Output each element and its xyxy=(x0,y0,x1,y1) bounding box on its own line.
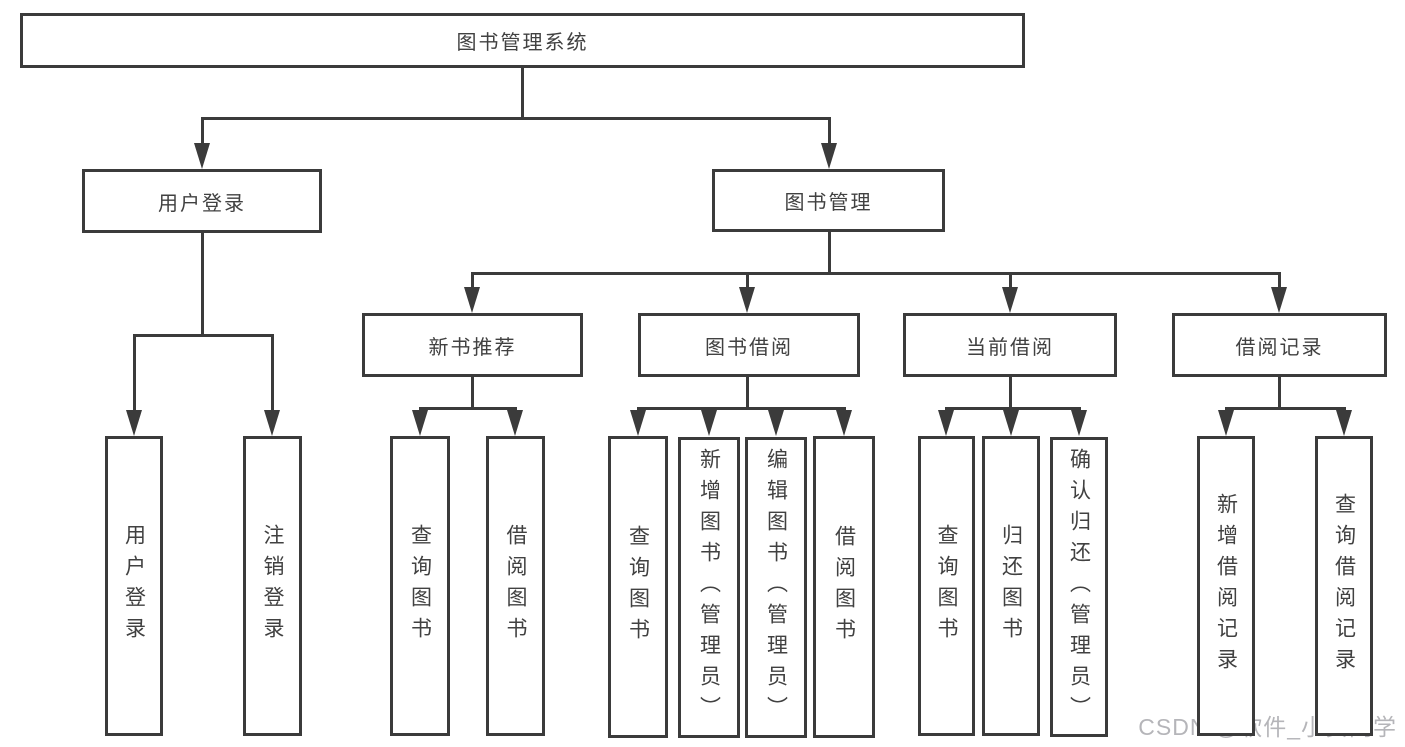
edge-line xyxy=(1225,407,1228,410)
add-books-admin-label: 新增图书（管理员） xyxy=(697,448,721,727)
edge-line xyxy=(1009,375,1012,409)
new-book-recommend: 新书推荐 xyxy=(362,313,583,377)
arrowhead-icon xyxy=(464,287,480,313)
query-borrow-record-label: 查询借阅记录 xyxy=(1332,493,1356,679)
edge-line xyxy=(1009,272,1012,287)
edge-line xyxy=(945,407,948,410)
add-borrow-record: 新增借阅记录 xyxy=(1197,436,1255,736)
return-books-label: 归还图书 xyxy=(999,524,1023,648)
edge-line xyxy=(419,407,422,410)
user-login-leaf: 用户登录 xyxy=(105,436,163,736)
edge-line xyxy=(419,407,517,410)
borrow-books-recommend: 借阅图书 xyxy=(486,436,545,736)
arrowhead-icon xyxy=(412,410,428,436)
borrow-books-leaf-label: 借阅图书 xyxy=(832,525,856,649)
edge-line xyxy=(828,117,831,143)
edge-line xyxy=(1225,407,1346,410)
edge-line xyxy=(471,272,474,287)
query-borrow-record: 查询借阅记录 xyxy=(1315,436,1373,736)
new-book-recommend-label: 新书推荐 xyxy=(428,336,517,359)
edge-line xyxy=(1278,375,1281,409)
edge-line xyxy=(514,407,517,410)
user-login-branch-label: 用户登录 xyxy=(158,192,246,215)
edge-line xyxy=(471,375,474,409)
edge-line xyxy=(775,407,778,410)
book-management-branch-label: 图书管理 xyxy=(784,192,873,214)
edge-line xyxy=(1010,407,1013,410)
edge-line xyxy=(1078,407,1081,410)
query-books-borrowing: 查询图书 xyxy=(608,436,668,738)
query-books-borrowing-label: 查询图书 xyxy=(626,525,650,649)
edge-line xyxy=(708,407,711,410)
arrowhead-icon xyxy=(507,410,523,436)
arrowhead-icon xyxy=(1071,410,1087,436)
arrowhead-icon xyxy=(264,410,280,436)
edge-line xyxy=(201,117,204,143)
arrowhead-icon xyxy=(1218,410,1234,436)
confirm-return-admin: 确认归还（管理员） xyxy=(1050,437,1108,737)
logout-leaf: 注销登录 xyxy=(243,436,302,736)
borrowing-records-label: 借阅记录 xyxy=(1235,336,1324,359)
query-books-current-label: 查询图书 xyxy=(935,524,958,648)
arrowhead-icon xyxy=(836,410,852,436)
arrowhead-icon xyxy=(739,287,755,313)
edge-line xyxy=(828,230,831,274)
query-books-recommend-label: 查询图书 xyxy=(408,524,432,648)
confirm-return-admin-label: 确认归还（管理员） xyxy=(1067,447,1091,727)
borrow-books-leaf: 借阅图书 xyxy=(813,436,875,738)
root-system: 图书管理系统 xyxy=(20,13,1025,68)
book-borrowing-label: 图书借阅 xyxy=(705,336,793,359)
edge-line xyxy=(201,231,204,336)
edge-line xyxy=(133,334,274,337)
query-books-recommend: 查询图书 xyxy=(390,436,450,736)
arrowhead-icon xyxy=(126,410,142,436)
edit-books-admin-label: 编辑图书（管理员） xyxy=(764,448,788,727)
edge-line xyxy=(945,407,1081,410)
logout-leaf-label: 注销登录 xyxy=(261,524,284,648)
edge-line xyxy=(201,117,831,120)
arrowhead-icon xyxy=(1002,287,1018,313)
arrowhead-icon xyxy=(1336,410,1352,436)
edge-line xyxy=(1343,407,1346,410)
edge-line xyxy=(1278,272,1281,287)
arrowhead-icon xyxy=(1003,410,1019,436)
arrowhead-icon xyxy=(768,410,784,436)
edge-line xyxy=(746,272,749,287)
arrowhead-icon xyxy=(194,143,210,169)
root-system-label: 图书管理系统 xyxy=(456,32,589,54)
current-borrowing: 当前借阅 xyxy=(903,313,1117,377)
user-login-leaf-label: 用户登录 xyxy=(122,524,146,648)
book-management-branch: 图书管理 xyxy=(712,169,945,232)
add-books-admin: 新增图书（管理员） xyxy=(678,437,740,738)
arrowhead-icon xyxy=(938,410,954,436)
add-borrow-record-label: 新增借阅记录 xyxy=(1214,493,1238,679)
edge-line xyxy=(133,334,136,410)
edge-line xyxy=(843,407,846,410)
borrowing-records: 借阅记录 xyxy=(1172,313,1387,377)
return-books: 归还图书 xyxy=(982,436,1040,736)
arrowhead-icon xyxy=(630,410,646,436)
edge-line xyxy=(637,407,640,410)
edit-books-admin: 编辑图书（管理员） xyxy=(745,437,807,738)
current-borrowing-label: 当前借阅 xyxy=(966,336,1054,359)
edge-line xyxy=(746,375,749,409)
borrow-books-recommend-label: 借阅图书 xyxy=(504,524,527,648)
book-borrowing: 图书借阅 xyxy=(638,313,860,377)
arrowhead-icon xyxy=(821,143,837,169)
edge-line xyxy=(637,407,846,410)
user-login-branch: 用户登录 xyxy=(82,169,322,233)
arrowhead-icon xyxy=(1271,287,1287,313)
query-books-current: 查询图书 xyxy=(918,436,975,736)
edge-line xyxy=(271,334,274,410)
edge-line xyxy=(471,272,1281,275)
edge-line xyxy=(521,67,524,119)
arrowhead-icon xyxy=(701,410,717,436)
